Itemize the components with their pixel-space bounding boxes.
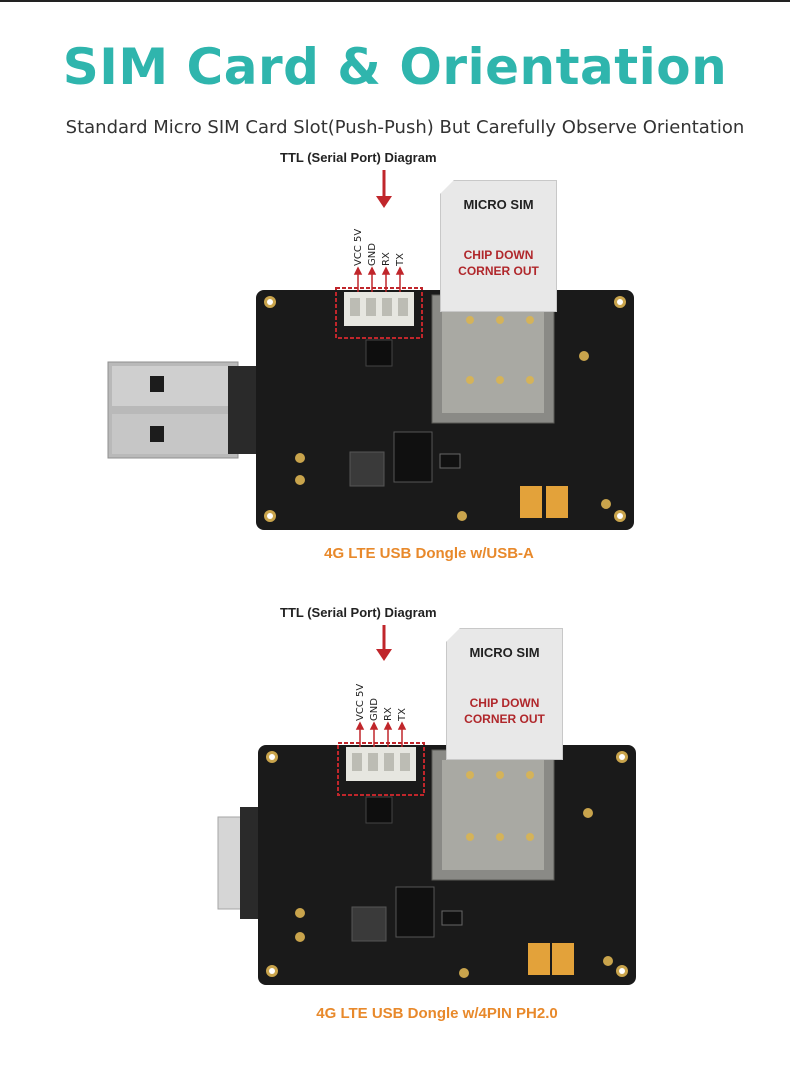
pin-label-tx: TX [397,708,408,721]
pin-label-rx: RX [381,252,392,266]
board-caption: 4G LTE USB Dongle w/USB-A [324,545,534,562]
ttl-diagram-label: TTL (Serial Port) Diagram [280,150,437,165]
pcb-illustration [217,625,636,985]
pin-label-gnd: GND [369,698,380,721]
sim-chip-line1: CHIP DOWN [463,248,534,262]
micro-sim-card: MICRO SIM CHIP DOWN CORNER OUT [446,628,563,760]
ttl-diagram-label: TTL (Serial Port) Diagram [280,605,437,620]
ph20-connector-icon [217,807,264,919]
sim-chip-line1: CHIP DOWN [469,696,540,710]
pin-label-vcc: VCC 5V [355,683,366,721]
usb-a-connector-icon [107,361,264,459]
pin-arrows-icon [355,721,407,747]
sim-card-title: MICRO SIM [469,645,540,660]
pcb-board-icon [258,742,636,985]
pcb-board-icon [256,287,634,530]
pin-label-vcc: VCC 5V [353,228,364,266]
pin-label-tx: TX [395,253,406,266]
sim-card-title: MICRO SIM [463,197,534,212]
sim-chip-line2: CORNER OUT [464,712,545,726]
board-section-usb-a: TTL (Serial Port) Diagram [0,140,790,610]
sim-orientation-note: CHIP DOWN CORNER OUT [441,247,556,279]
pin-arrows-icon [353,266,405,292]
pin-label-rx: RX [383,707,394,721]
page-title: SIM Card & Orientation [62,38,728,96]
board-caption: 4G LTE USB Dongle w/4PIN PH2.0 [316,1005,558,1022]
board-section-ph20: TTL (Serial Port) Diagram [0,595,790,1065]
sim-chip-line2: CORNER OUT [458,264,539,278]
pin-label-gnd: GND [367,243,378,266]
top-divider [0,0,790,2]
micro-sim-card: MICRO SIM CHIP DOWN CORNER OUT [440,180,557,312]
pcb-illustration [107,170,634,530]
sim-orientation-note: CHIP DOWN CORNER OUT [447,695,562,727]
page-subtitle: Standard Micro SIM Card Slot(Push-Push) … [65,117,745,138]
